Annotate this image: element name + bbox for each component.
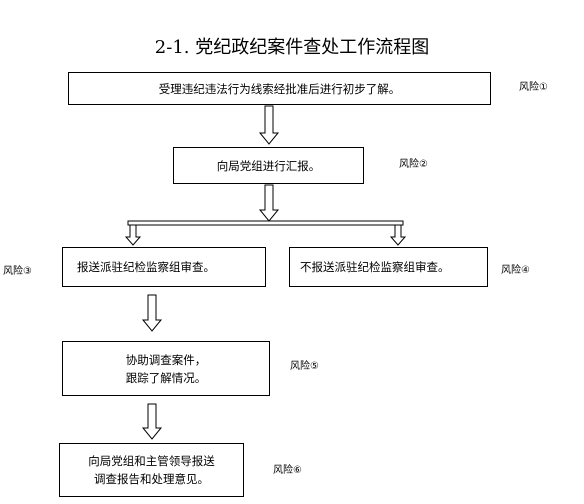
node-send-discipline-group: 报送派驻纪检监察组审查。 — [62, 247, 266, 287]
node-assist-investigation-line1: 协助调查案件， — [125, 352, 207, 367]
node-accept-clue: 受理违纪违法行为线索经批准后进行初步了解。 — [68, 72, 491, 105]
node-assist-investigation: 协助调查案件， 跟踪了解情况。 — [62, 341, 270, 396]
node-accept-clue-text: 受理违纪违法行为线索经批准后进行初步了解。 — [158, 81, 401, 96]
node-no-send-discipline-group: 不报送派驻纪检监察组审查。 — [289, 247, 488, 287]
page-title: 2-1. 党纪政纪案件查处工作流程图 — [154, 37, 430, 58]
node-final-report: 向局党组和主管领导报送 调查报告和处理意见。 — [59, 443, 244, 497]
arrow-branch-to-nosend — [389, 224, 407, 246]
risk-label-3: 风险③ — [3, 266, 32, 277]
risk-label-4: 风险④ — [501, 265, 530, 276]
node-final-report-line1: 向局党组和主管领导报送 — [88, 454, 215, 468]
arrow-assist-to-final — [141, 403, 163, 440]
node-report-party-group: 向局党组进行汇报。 — [173, 147, 364, 184]
arrow-report-to-branch — [258, 184, 280, 222]
arrow-send-to-assist — [141, 294, 163, 332]
node-send-discipline-group-text: 报送派驻纪检监察组审查。 — [77, 260, 215, 274]
risk-label-6: 风险⑥ — [273, 465, 302, 476]
arrow-branch-to-send — [124, 224, 142, 246]
node-no-send-discipline-group-text: 不报送派驻纪检监察组审查。 — [300, 260, 450, 274]
node-assist-investigation-line2: 跟踪了解情况。 — [125, 370, 207, 385]
arrow-accept-to-report — [258, 105, 280, 145]
risk-label-1: 风险① — [519, 82, 548, 93]
risk-label-2: 风险② — [399, 159, 428, 170]
node-report-party-group-text: 向局党组进行汇报。 — [216, 158, 321, 173]
branch-bar — [127, 220, 404, 226]
node-final-report-line2: 调查报告和处理意见。 — [94, 472, 209, 486]
risk-label-5: 风险⑤ — [290, 361, 319, 372]
